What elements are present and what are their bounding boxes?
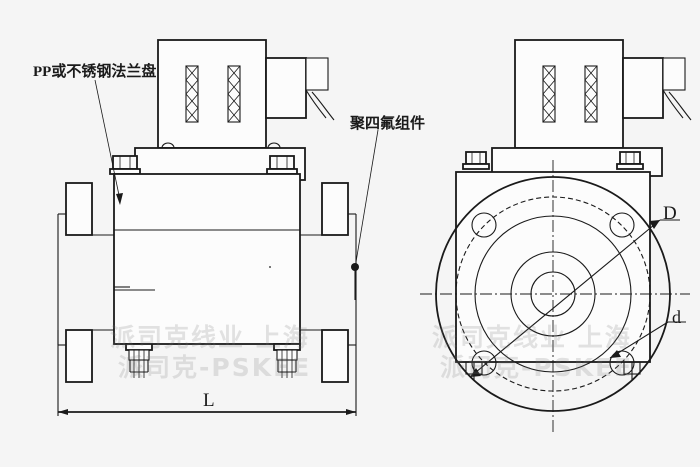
drain-port-left <box>125 343 153 378</box>
electrical-connector <box>265 57 335 121</box>
dimension-label-outer-diameter: D <box>663 203 677 224</box>
bonnet-bolt-left <box>109 155 141 175</box>
bolt-hole-top-left <box>471 212 497 238</box>
coil-winding-left <box>185 65 199 123</box>
callout-ptfe-label: 聚四氟组件 <box>350 116 426 132</box>
leader-line-ptfe <box>351 129 379 300</box>
valve-body <box>113 173 301 345</box>
bonnet-bolt-end-left <box>462 151 490 170</box>
coil-winding-right-end <box>584 65 598 123</box>
dimension-label-inner-diameter: d <box>672 307 681 327</box>
dimension-label-length: L <box>203 390 215 411</box>
dimension-leader-D <box>469 219 680 378</box>
callout-flange-label: PP或不锈钢法兰盘 <box>33 64 157 80</box>
solenoid-coil-housing-end <box>514 39 624 149</box>
drain-port-right <box>273 343 301 378</box>
leader-line-flange <box>94 79 123 205</box>
bonnet-bolt-end-right <box>616 151 644 170</box>
end-flange-view <box>420 39 692 432</box>
solenoid-coil-housing <box>157 39 267 149</box>
electrical-connector-end <box>622 57 692 121</box>
coil-winding-left-end <box>542 65 556 123</box>
base-bolt-right <box>623 361 641 380</box>
front-elevation-view <box>57 39 379 416</box>
dimension-line-L <box>57 330 357 416</box>
flange-plate-right <box>300 182 357 383</box>
dimension-leader-d <box>609 321 686 359</box>
flange-plate-left <box>57 182 114 383</box>
coil-winding-right <box>227 65 241 123</box>
bolt-hole-bottom-left <box>471 350 497 376</box>
bolt-hole-top-right <box>609 212 635 238</box>
bonnet-bolt-right <box>266 155 298 175</box>
